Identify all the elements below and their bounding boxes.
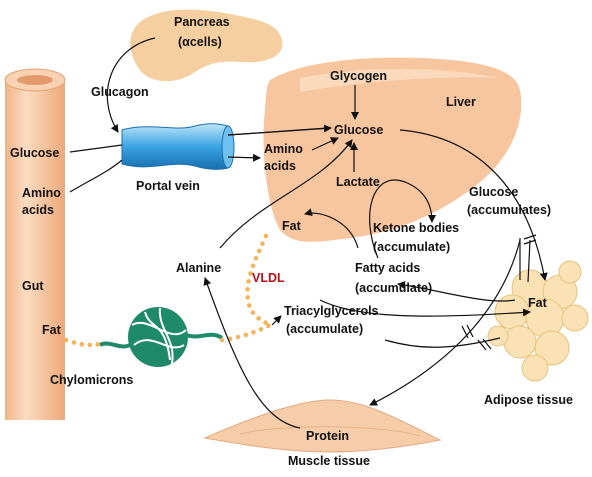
- pancreas-label: Pancreas: [174, 15, 230, 29]
- fatty-acids-label-2: (accumulate): [355, 281, 432, 295]
- glucose-accum-label-1: Glucose: [469, 185, 518, 199]
- triacylglycerols-label-1: Triacylglycerols: [284, 304, 379, 318]
- muscle-striation: [239, 426, 421, 437]
- portal-vein-end: [221, 125, 235, 169]
- muscle-tissue-label: Muscle tissue: [288, 454, 370, 468]
- adipose-tissue-label: Adipose tissue: [484, 393, 573, 407]
- glucagon-label: Glucagon: [91, 85, 149, 99]
- amino-portal-label-2: acids: [264, 159, 296, 173]
- portal-vein-organ: [121, 123, 229, 170]
- dotted-paths: [63, 233, 275, 348]
- gut-label: Gut: [22, 279, 44, 293]
- portal-vein-label: Portal vein: [136, 179, 200, 193]
- gut-organ: [4, 68, 66, 420]
- ketone-label-1: Ketone bodies: [373, 221, 459, 235]
- arrows: [69, 37, 548, 429]
- glucose-accum-label-2: (accumulates): [467, 203, 551, 217]
- protein-label: Protein: [306, 429, 349, 443]
- fat-adipose-label: Fat: [528, 296, 548, 310]
- fat-liver-label: Fat: [282, 219, 302, 233]
- glycogen-label: Glycogen: [330, 69, 387, 83]
- lactate-label: Lactate: [336, 175, 380, 189]
- alanine-label: Alanine: [176, 261, 221, 275]
- muscle-organ: [203, 399, 442, 453]
- lymph-node: [99, 307, 224, 367]
- amino-portal-label-1: Amino: [264, 142, 303, 156]
- ketone-label-2: (accumulate): [373, 240, 450, 254]
- chylomicrons-label: Chylomicrons: [50, 373, 133, 387]
- fat-gut-label: Fat: [42, 323, 62, 337]
- pancreas-organ: [130, 9, 283, 82]
- adipose-organ: [487, 260, 589, 382]
- fatty-acids-label-1: Fatty acids: [355, 261, 420, 275]
- amino-gut-label-1: Amino: [22, 186, 61, 200]
- vldl-label: VLDL: [252, 271, 285, 285]
- glucose-gut-label: Glucose: [10, 146, 59, 160]
- amino-gut-label-2: acids: [22, 203, 54, 217]
- alpha-cells-label: (αcells): [178, 35, 222, 49]
- liver-label: Liver: [446, 95, 476, 109]
- triacylglycerols-label-2: (accumulate): [286, 322, 363, 336]
- glucose-liver-label: Glucose: [334, 123, 383, 137]
- liver-shading: [300, 69, 500, 92]
- liver-organ: [263, 57, 522, 242]
